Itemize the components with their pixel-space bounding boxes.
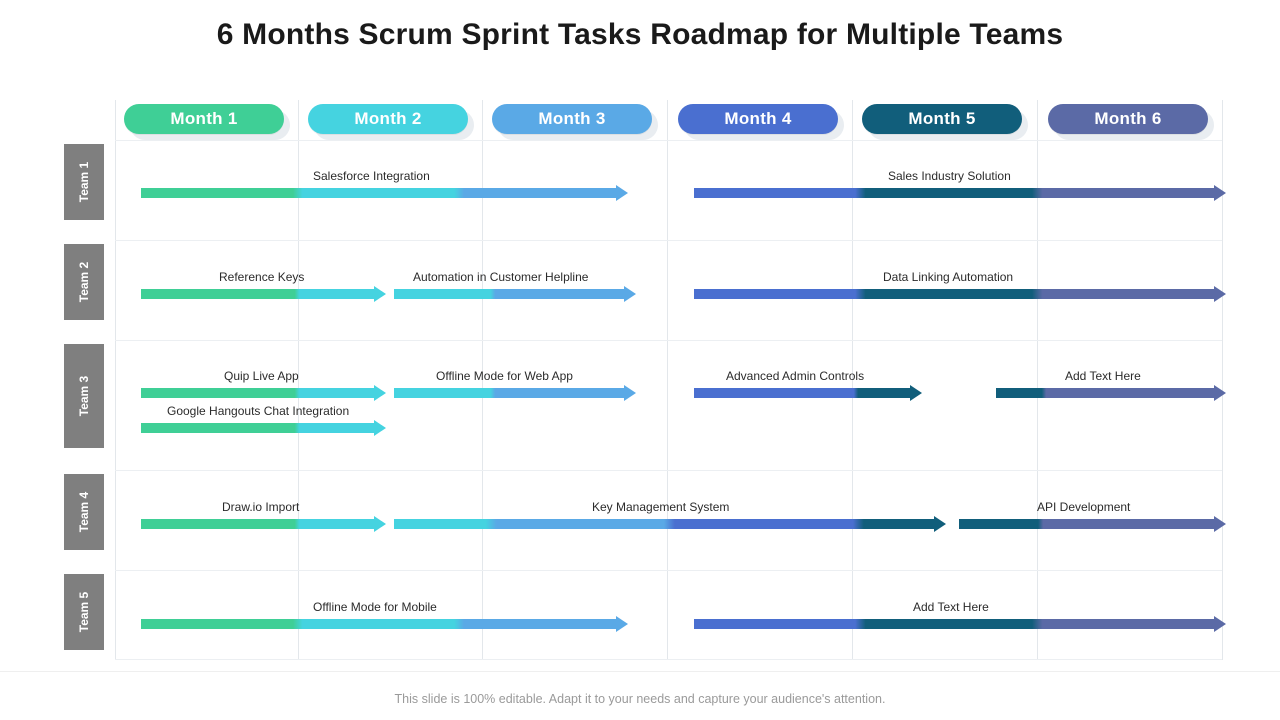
month-header-1[interactable]: Month 1	[124, 104, 284, 134]
task-label-12: Key Management System	[592, 500, 730, 514]
task-arrow-5	[1214, 286, 1226, 302]
column-divider-4	[667, 100, 668, 660]
row-divider-1	[115, 140, 1222, 141]
team-label-3[interactable]: Team 3	[64, 344, 104, 448]
task-arrow-11	[374, 516, 386, 532]
task-bar-7[interactable]	[394, 388, 624, 398]
task-arrow-9	[1214, 385, 1226, 401]
team-label-2[interactable]: Team 2	[64, 244, 104, 320]
column-divider-5	[852, 100, 853, 660]
task-arrow-10	[374, 420, 386, 436]
page-title: 6 Months Scrum Sprint Tasks Roadmap for …	[216, 18, 1064, 51]
team-label-5[interactable]: Team 5	[64, 574, 104, 650]
team-label-text: Team 5	[77, 591, 91, 633]
task-label-6: Quip Live App	[224, 369, 299, 383]
task-arrow-15	[1214, 616, 1226, 632]
task-label-3: Reference Keys	[219, 270, 305, 284]
row-divider-4	[115, 470, 1222, 471]
month-header-3[interactable]: Month 3	[492, 104, 652, 134]
team-label-text: Team 4	[77, 491, 91, 533]
task-bar-4[interactable]	[394, 289, 624, 299]
month-header-4[interactable]: Month 4	[678, 104, 838, 134]
task-arrow-7	[624, 385, 636, 401]
task-arrow-12	[934, 516, 946, 532]
month-header-5[interactable]: Month 5	[862, 104, 1022, 134]
task-label-10: Google Hangouts Chat Integration	[167, 404, 350, 418]
task-arrow-6	[374, 385, 386, 401]
footer-divider	[0, 671, 1280, 672]
task-label-15: Add Text Here	[913, 600, 989, 614]
task-bar-6[interactable]	[141, 388, 374, 398]
task-label-14: Offline Mode for Mobile	[313, 600, 437, 614]
column-divider-1	[115, 100, 116, 660]
column-divider-2	[298, 100, 299, 660]
column-divider-7	[1222, 100, 1223, 660]
column-divider-3	[482, 100, 483, 660]
task-bar-5[interactable]	[694, 289, 1214, 299]
task-label-9: Add Text Here	[1065, 369, 1141, 383]
task-arrow-3	[374, 286, 386, 302]
column-divider-6	[1037, 100, 1038, 660]
task-label-2: Sales Industry Solution	[888, 169, 1011, 183]
task-bar-15[interactable]	[694, 619, 1214, 629]
task-bar-11[interactable]	[141, 519, 374, 529]
task-bar-1[interactable]	[141, 188, 616, 198]
task-label-8: Advanced Admin Controls	[726, 369, 865, 383]
task-bar-13[interactable]	[959, 519, 1214, 529]
month-header-6[interactable]: Month 6	[1048, 104, 1208, 134]
task-label-13: API Development	[1037, 500, 1131, 514]
task-bar-2[interactable]	[694, 188, 1214, 198]
task-label-4: Automation in Customer Helpline	[413, 270, 589, 284]
task-bar-3[interactable]	[141, 289, 374, 299]
task-bar-14[interactable]	[141, 619, 616, 629]
task-bar-10[interactable]	[141, 423, 374, 433]
row-divider-6	[115, 659, 1222, 660]
team-label-4[interactable]: Team 4	[64, 474, 104, 550]
footer-note: This slide is 100% editable. Adapt it to…	[394, 692, 886, 706]
task-label-7: Offline Mode for Web App	[436, 369, 573, 383]
task-label-1: Salesforce Integration	[313, 169, 430, 183]
team-label-text: Team 1	[77, 161, 91, 203]
task-label-5: Data Linking Automation	[883, 270, 1014, 284]
task-bar-8[interactable]	[694, 388, 910, 398]
row-divider-5	[115, 570, 1222, 571]
month-header-2[interactable]: Month 2	[308, 104, 468, 134]
task-arrow-2	[1214, 185, 1226, 201]
row-divider-3	[115, 340, 1222, 341]
team-label-text: Team 3	[77, 375, 91, 417]
row-divider-2	[115, 240, 1222, 241]
team-label-1[interactable]: Team 1	[64, 144, 104, 220]
task-bar-9[interactable]	[996, 388, 1214, 398]
task-arrow-1	[616, 185, 628, 201]
team-label-text: Team 2	[77, 261, 91, 303]
task-arrow-8	[910, 385, 922, 401]
task-label-11: Draw.io Import	[222, 500, 300, 514]
task-arrow-13	[1214, 516, 1226, 532]
task-arrow-4	[624, 286, 636, 302]
task-bar-12[interactable]	[394, 519, 934, 529]
task-arrow-14	[616, 616, 628, 632]
